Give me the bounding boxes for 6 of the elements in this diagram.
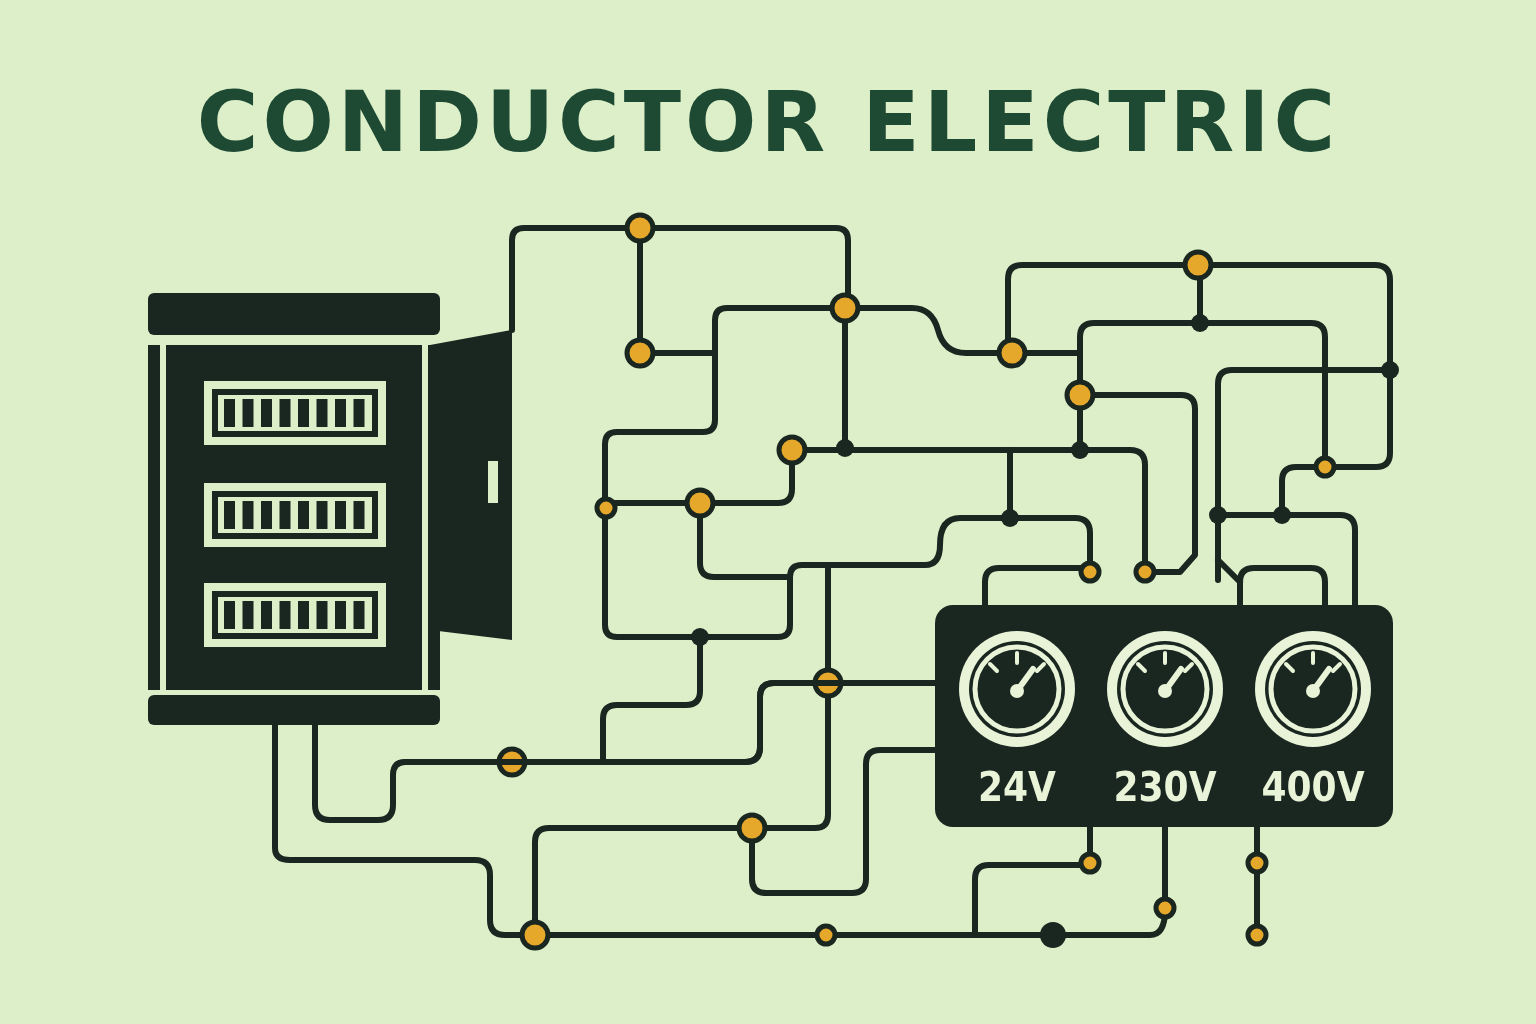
voltage-label: 230V [1113, 767, 1217, 807]
meter-panel [935, 605, 1393, 827]
voltage-label: 400V [1261, 767, 1365, 807]
title: CONDUCTOR ELECTRIC [195, 72, 1341, 173]
electrical-cabinet-drawing [148, 293, 512, 725]
voltage-label: 24V [978, 767, 1056, 807]
